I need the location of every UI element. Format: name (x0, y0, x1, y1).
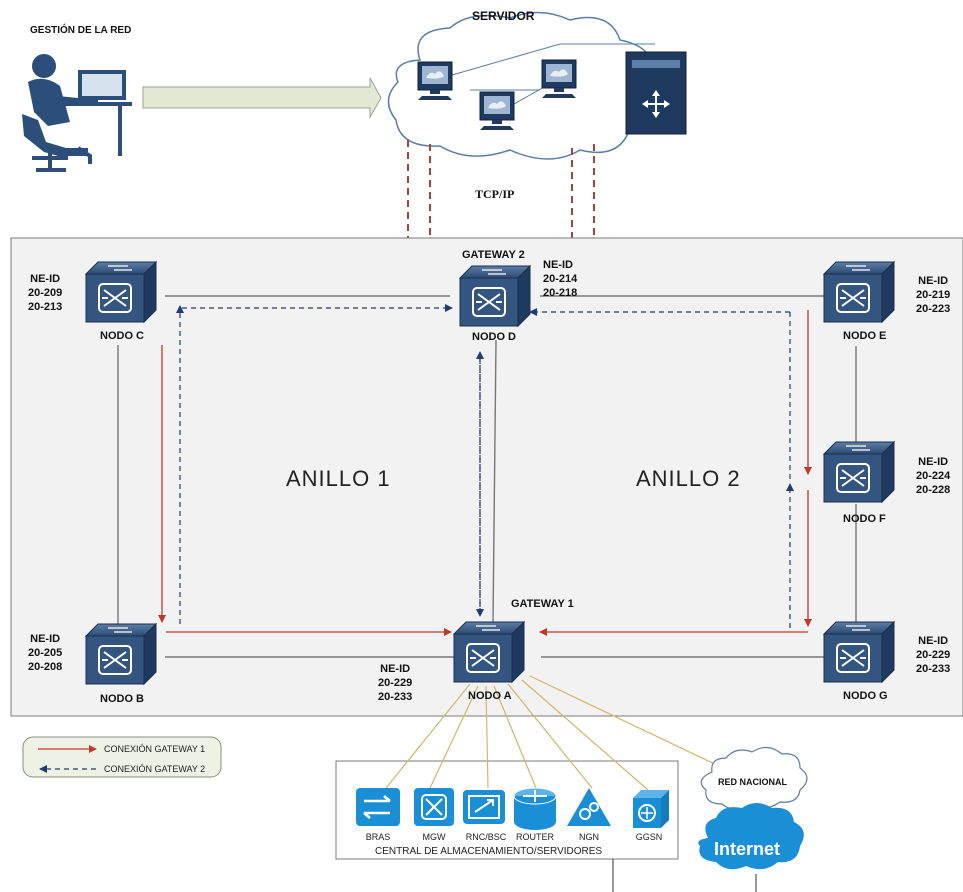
node-b-icon (85, 623, 157, 685)
fiber-links (385, 675, 745, 791)
gateway-2-label: GATEWAY 2 (462, 249, 525, 261)
tcpip-links (407, 140, 595, 238)
node-a-name: NODO A (468, 690, 512, 702)
management-title: GESTIÓN DE LA RED (30, 25, 132, 36)
node-g-name: NODO G (843, 690, 888, 702)
node-f-icon (823, 441, 895, 503)
node-e-name: NODO E (843, 330, 887, 342)
service-rncbsc-label: RNC/BSC (465, 832, 507, 842)
gateway-1-label: GATEWAY 1 (511, 598, 574, 610)
service-router-icon (513, 787, 557, 830)
service-rncbsc-icon (463, 790, 505, 824)
service-bras-icon (356, 788, 400, 826)
internet-label: Internet (714, 839, 781, 859)
gateway1-connections (158, 310, 812, 636)
node-a-icon (453, 621, 525, 683)
legend-box (22, 736, 222, 778)
internet-cloud (698, 803, 804, 870)
service-bras-label: BRAS (365, 832, 391, 842)
ring-links (117, 295, 857, 658)
node-e-icon (823, 261, 895, 323)
legend-gateway-2: CONEXIÓN GATEWAY 2 (104, 764, 206, 774)
service-ngn-icon (567, 788, 611, 826)
ring-1-label: ANILLO 1 (286, 466, 391, 491)
server-tower-icon (625, 51, 687, 135)
node-c-name: NODO C (100, 330, 144, 342)
protocol-label: TCP/IP (475, 187, 515, 201)
server-title: SERVIDOR (472, 9, 535, 23)
gateway2-connections (176, 304, 794, 628)
node-b-name: NODO B (100, 693, 144, 705)
service-ggsn-label: GGSN (635, 832, 663, 842)
service-mgw-icon (414, 788, 454, 826)
node-d-icon (459, 265, 531, 327)
service-ngn-label: NGN (579, 832, 599, 842)
legend-gateway-1: CONEXIÓN GATEWAY 1 (104, 744, 206, 754)
network-admin-icon (22, 54, 132, 172)
node-f-name: NODO F (843, 513, 886, 525)
service-ggsn-icon (633, 790, 669, 828)
node-g-icon (823, 621, 895, 683)
service-mgw-label: MGW (422, 832, 446, 842)
node-d-name: NODO D (472, 331, 516, 343)
national-network-cloud (700, 746, 808, 811)
service-router-label: ROUTER (516, 832, 554, 842)
ring-2-label: ANILLO 2 (636, 466, 741, 491)
management-arrow (142, 77, 382, 119)
node-c-icon (85, 261, 157, 323)
national-network-label: RED NACIONAL (718, 777, 787, 787)
central-title: CENTRAL DE ALMACENAMIENTO/SERVIDORES (375, 846, 603, 857)
